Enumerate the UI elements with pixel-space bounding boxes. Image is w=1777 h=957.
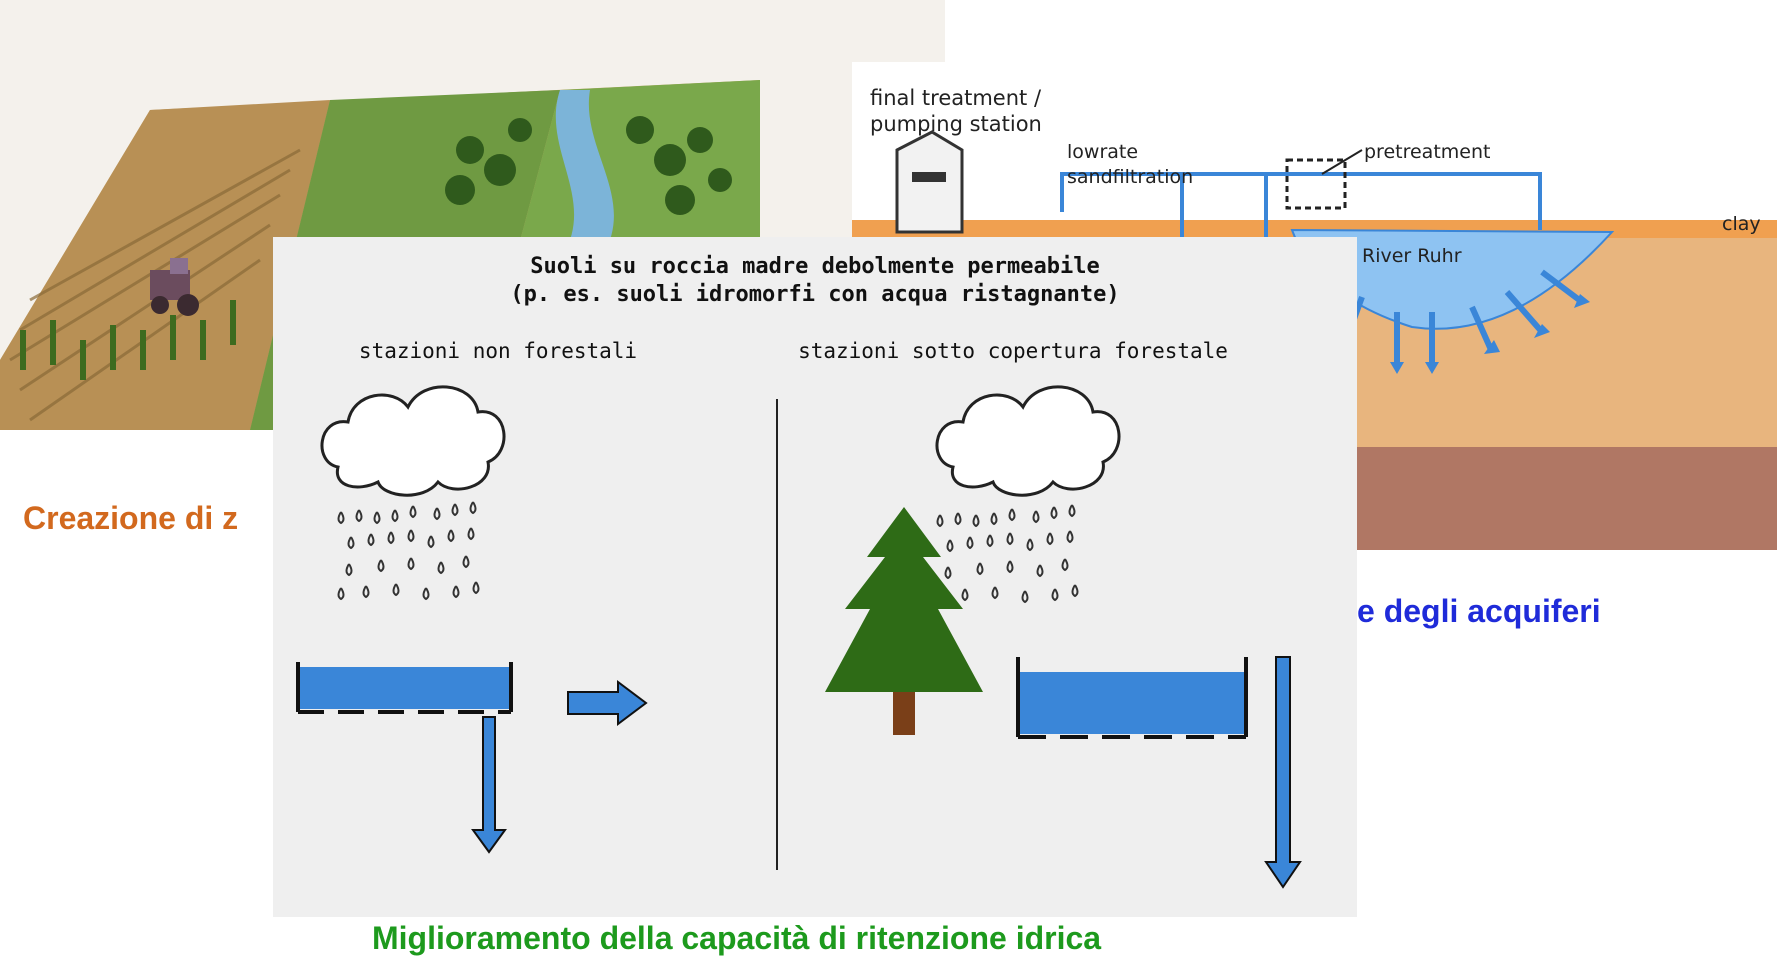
soil-water-diagram: Suoli su roccia madre debolmente permeab… <box>273 237 1357 917</box>
pretreatment-label: pretreatment <box>1364 141 1490 163</box>
left-heading: stazioni non forestali <box>359 339 637 363</box>
forest-rain-cloud-icon <box>935 385 1121 497</box>
soil-title-line-2: (p. es. suoli idromorfi con acqua ristag… <box>510 282 1119 307</box>
clay-label: clay <box>1722 213 1761 235</box>
forest-raindrops-icon <box>936 504 1079 604</box>
right-infiltration-arrow-icon <box>1264 656 1302 889</box>
caption-bottom: Miglioramento della capacità di ritenzio… <box>372 920 1102 956</box>
final-treatment-label-2: pumping station <box>870 112 1042 136</box>
river-ruhr-label: River Ruhr <box>1362 245 1462 267</box>
left-water-basin <box>298 667 511 709</box>
runoff-arrow-icon <box>567 680 648 726</box>
left-infiltration-arrow-icon <box>471 716 507 854</box>
raindrops-icon <box>337 501 480 601</box>
caption-right: e degli acquiferi <box>1357 593 1601 629</box>
caption-left: Creazione di z <box>23 500 239 536</box>
right-basin-outline <box>1016 657 1248 739</box>
right-heading: stazioni sotto copertura forestale <box>798 339 1228 363</box>
lowrate-label-1: lowrate <box>1067 141 1138 163</box>
left-basin-outline <box>296 662 513 714</box>
final-treatment-label-1: final treatment / <box>870 86 1042 110</box>
right-water-basin <box>1018 672 1246 734</box>
rain-cloud-icon <box>320 385 506 497</box>
lowrate-label-2: sandfiltration <box>1067 166 1193 188</box>
soil-title-line-1: Suoli su roccia madre debolmente permeab… <box>530 254 1100 279</box>
conifer-tree-icon <box>825 507 983 735</box>
